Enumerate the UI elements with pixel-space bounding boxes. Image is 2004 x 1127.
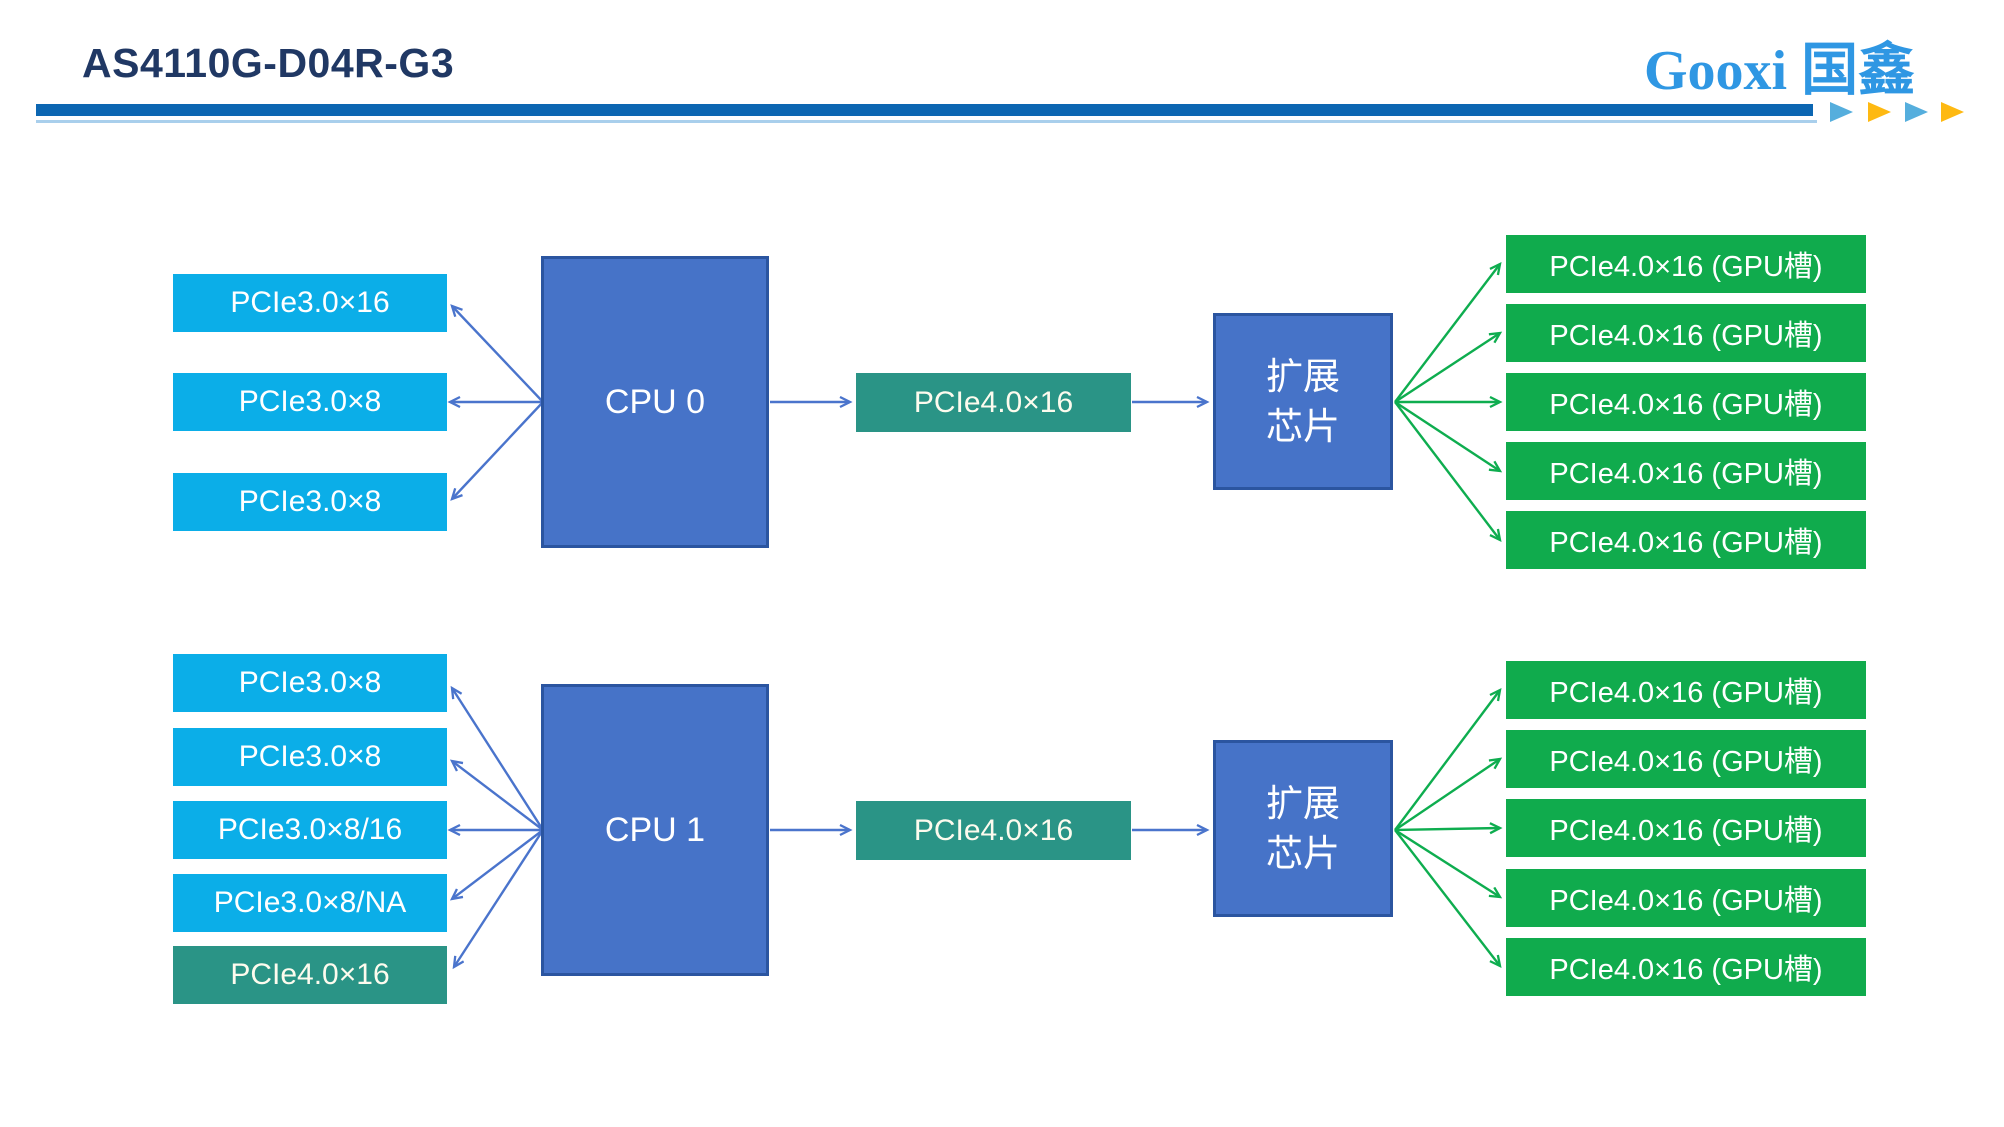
accent-triangle-icon — [1905, 102, 1928, 122]
arrow-expander0-gpu-4 — [1394, 400, 1500, 471]
expander-label-line1: 扩展 — [1266, 782, 1340, 824]
gpu-slot: PCIe4.0×16 (GPU槽) — [1506, 869, 1866, 927]
gpu-slot: PCIe4.0×16 (GPU槽) — [1506, 373, 1866, 431]
arrow-cpu1-slot-4 — [452, 829, 544, 899]
pcie-slot: PCIe3.0×8 — [173, 654, 447, 712]
pcie-slot: PCIe3.0×8 — [173, 473, 447, 531]
arrow-cpu1-slot-5 — [454, 829, 545, 967]
gpu-slot: PCIe4.0×16 (GPU槽) — [1506, 730, 1866, 788]
pcie-slot: PCIe3.0×8/16 — [173, 801, 447, 859]
arrow-expander0-gpu-5 — [1394, 401, 1500, 540]
pcie-slot: PCIe4.0×16 — [173, 946, 447, 1004]
accent-triangle-icon — [1830, 102, 1853, 122]
cpu0-block: CPU 0 — [541, 256, 769, 548]
arrow-expander1-gpu-3 — [1394, 828, 1500, 830]
arrow-cpu1-slot-2 — [452, 761, 544, 831]
logo-latin-text: Gooxi — [1644, 40, 1788, 102]
accent-triangle-icon — [1868, 102, 1891, 122]
gpu-slot: PCIe4.0×16 (GPU槽) — [1506, 938, 1866, 996]
gpu-slot: PCIe4.0×16 (GPU槽) — [1506, 799, 1866, 857]
expander-label-line2: 芯片 — [1266, 832, 1340, 874]
expander-label-line1: 扩展 — [1266, 355, 1340, 397]
arrow-expander1-gpu-5 — [1394, 829, 1500, 966]
expander-chip-block: 扩展 芯片 — [1213, 313, 1393, 490]
page-title: AS4110G-D04R-G3 — [82, 40, 455, 86]
arrow-expander0-gpu-2 — [1394, 333, 1500, 404]
logo-cjk-text: 国鑫 — [1801, 38, 1916, 102]
arrow-expander1-gpu-1 — [1394, 690, 1500, 831]
cpu1-uplink-block: PCIe4.0×16 — [856, 801, 1131, 860]
arrow-expander0-gpu-1 — [1394, 264, 1500, 403]
gooxi-logo: Gooxi 国鑫 — [1644, 24, 1915, 106]
gpu-slot: PCIe4.0×16 (GPU槽) — [1506, 235, 1866, 293]
gpu-slot: PCIe4.0×16 (GPU槽) — [1506, 511, 1866, 569]
arrow-cpu0-slot-3 — [452, 401, 544, 499]
arrow-cpu0-slot-1 — [452, 306, 544, 403]
pcie-slot: PCIe3.0×8/NA — [173, 874, 447, 932]
expander-label-line2: 芯片 — [1266, 405, 1340, 447]
arrow-expander1-gpu-2 — [1394, 759, 1500, 831]
accent-triangle-icon — [1941, 102, 1964, 122]
cpu1-block: CPU 1 — [541, 684, 769, 976]
pcie-slot: PCIe3.0×16 — [173, 274, 447, 332]
header-divider-line — [36, 120, 1817, 123]
gpu-slot: PCIe4.0×16 (GPU槽) — [1506, 442, 1866, 500]
pcie-slot: PCIe3.0×8 — [173, 728, 447, 786]
gpu-slot: PCIe4.0×16 (GPU槽) — [1506, 304, 1866, 362]
pcie-slot: PCIe3.0×8 — [173, 373, 447, 431]
cpu0-uplink-block: PCIe4.0×16 — [856, 373, 1131, 432]
arrow-cpu1-slot-1 — [452, 688, 545, 831]
expander-chip-block: 扩展 芯片 — [1213, 740, 1393, 917]
arrow-expander1-gpu-4 — [1394, 828, 1500, 897]
gpu-slot: PCIe4.0×16 (GPU槽) — [1506, 661, 1866, 719]
header-divider-bar — [36, 104, 1813, 116]
